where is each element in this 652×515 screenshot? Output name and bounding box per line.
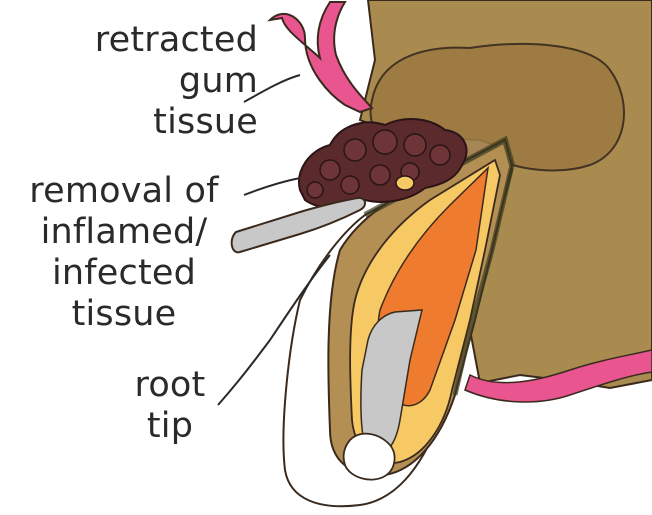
label-line: retracted — [80, 20, 258, 61]
label-line: root — [118, 365, 222, 406]
label-line: infected — [6, 253, 242, 294]
label-removal-of-infected-tissue: removal of inflamed/ infected tissue — [6, 171, 242, 335]
label-root-tip: root tip — [118, 365, 222, 447]
label-line: tissue — [6, 294, 242, 335]
gum-retracted — [270, 2, 372, 112]
label-line: tip — [118, 406, 222, 447]
label-line: tissue — [80, 102, 258, 143]
label-retracted-gum-tissue: retracted gum tissue — [80, 20, 258, 143]
label-line: removal of — [6, 171, 242, 212]
label-line: inflamed/ — [6, 212, 242, 253]
leader-line-removal — [244, 178, 300, 195]
label-line: gum — [80, 61, 258, 102]
